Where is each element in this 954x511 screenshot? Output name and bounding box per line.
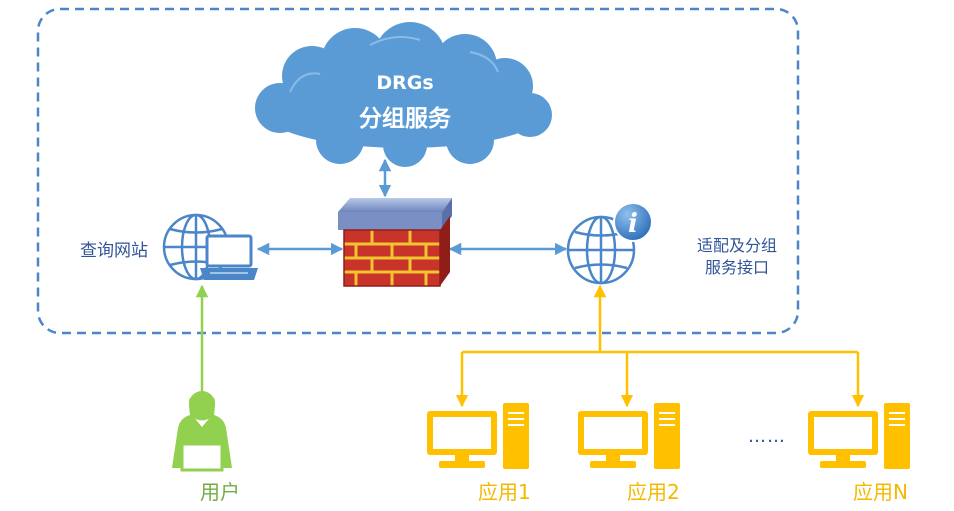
computer-icon bbox=[578, 403, 680, 469]
firewall-icon bbox=[338, 198, 452, 287]
query-site-label: 查询网站 bbox=[80, 241, 148, 261]
appn-label: 应用N bbox=[853, 480, 908, 504]
computer-icon bbox=[808, 403, 910, 469]
app-connectors bbox=[455, 284, 865, 408]
user-label: 用户 bbox=[200, 480, 240, 504]
service-boundary bbox=[36, 7, 800, 335]
cloud-icon bbox=[255, 22, 552, 167]
adapter-label-line2: 服务接口 bbox=[705, 258, 770, 277]
cloud-title: DRGs bbox=[376, 72, 434, 94]
svg-text:i: i bbox=[628, 209, 638, 239]
app2-label: 应用2 bbox=[627, 480, 680, 504]
laptop-icon bbox=[200, 234, 258, 280]
app1-label: 应用1 bbox=[478, 480, 531, 504]
info-globe-icon: i bbox=[566, 202, 653, 285]
adapter-label-line1: 适配及分组 bbox=[697, 236, 778, 255]
cloud-subtitle: 分组服务 bbox=[359, 106, 451, 132]
ellipsis-label: …… bbox=[748, 426, 786, 447]
user-icon bbox=[172, 391, 232, 472]
computer-icon bbox=[427, 403, 529, 469]
